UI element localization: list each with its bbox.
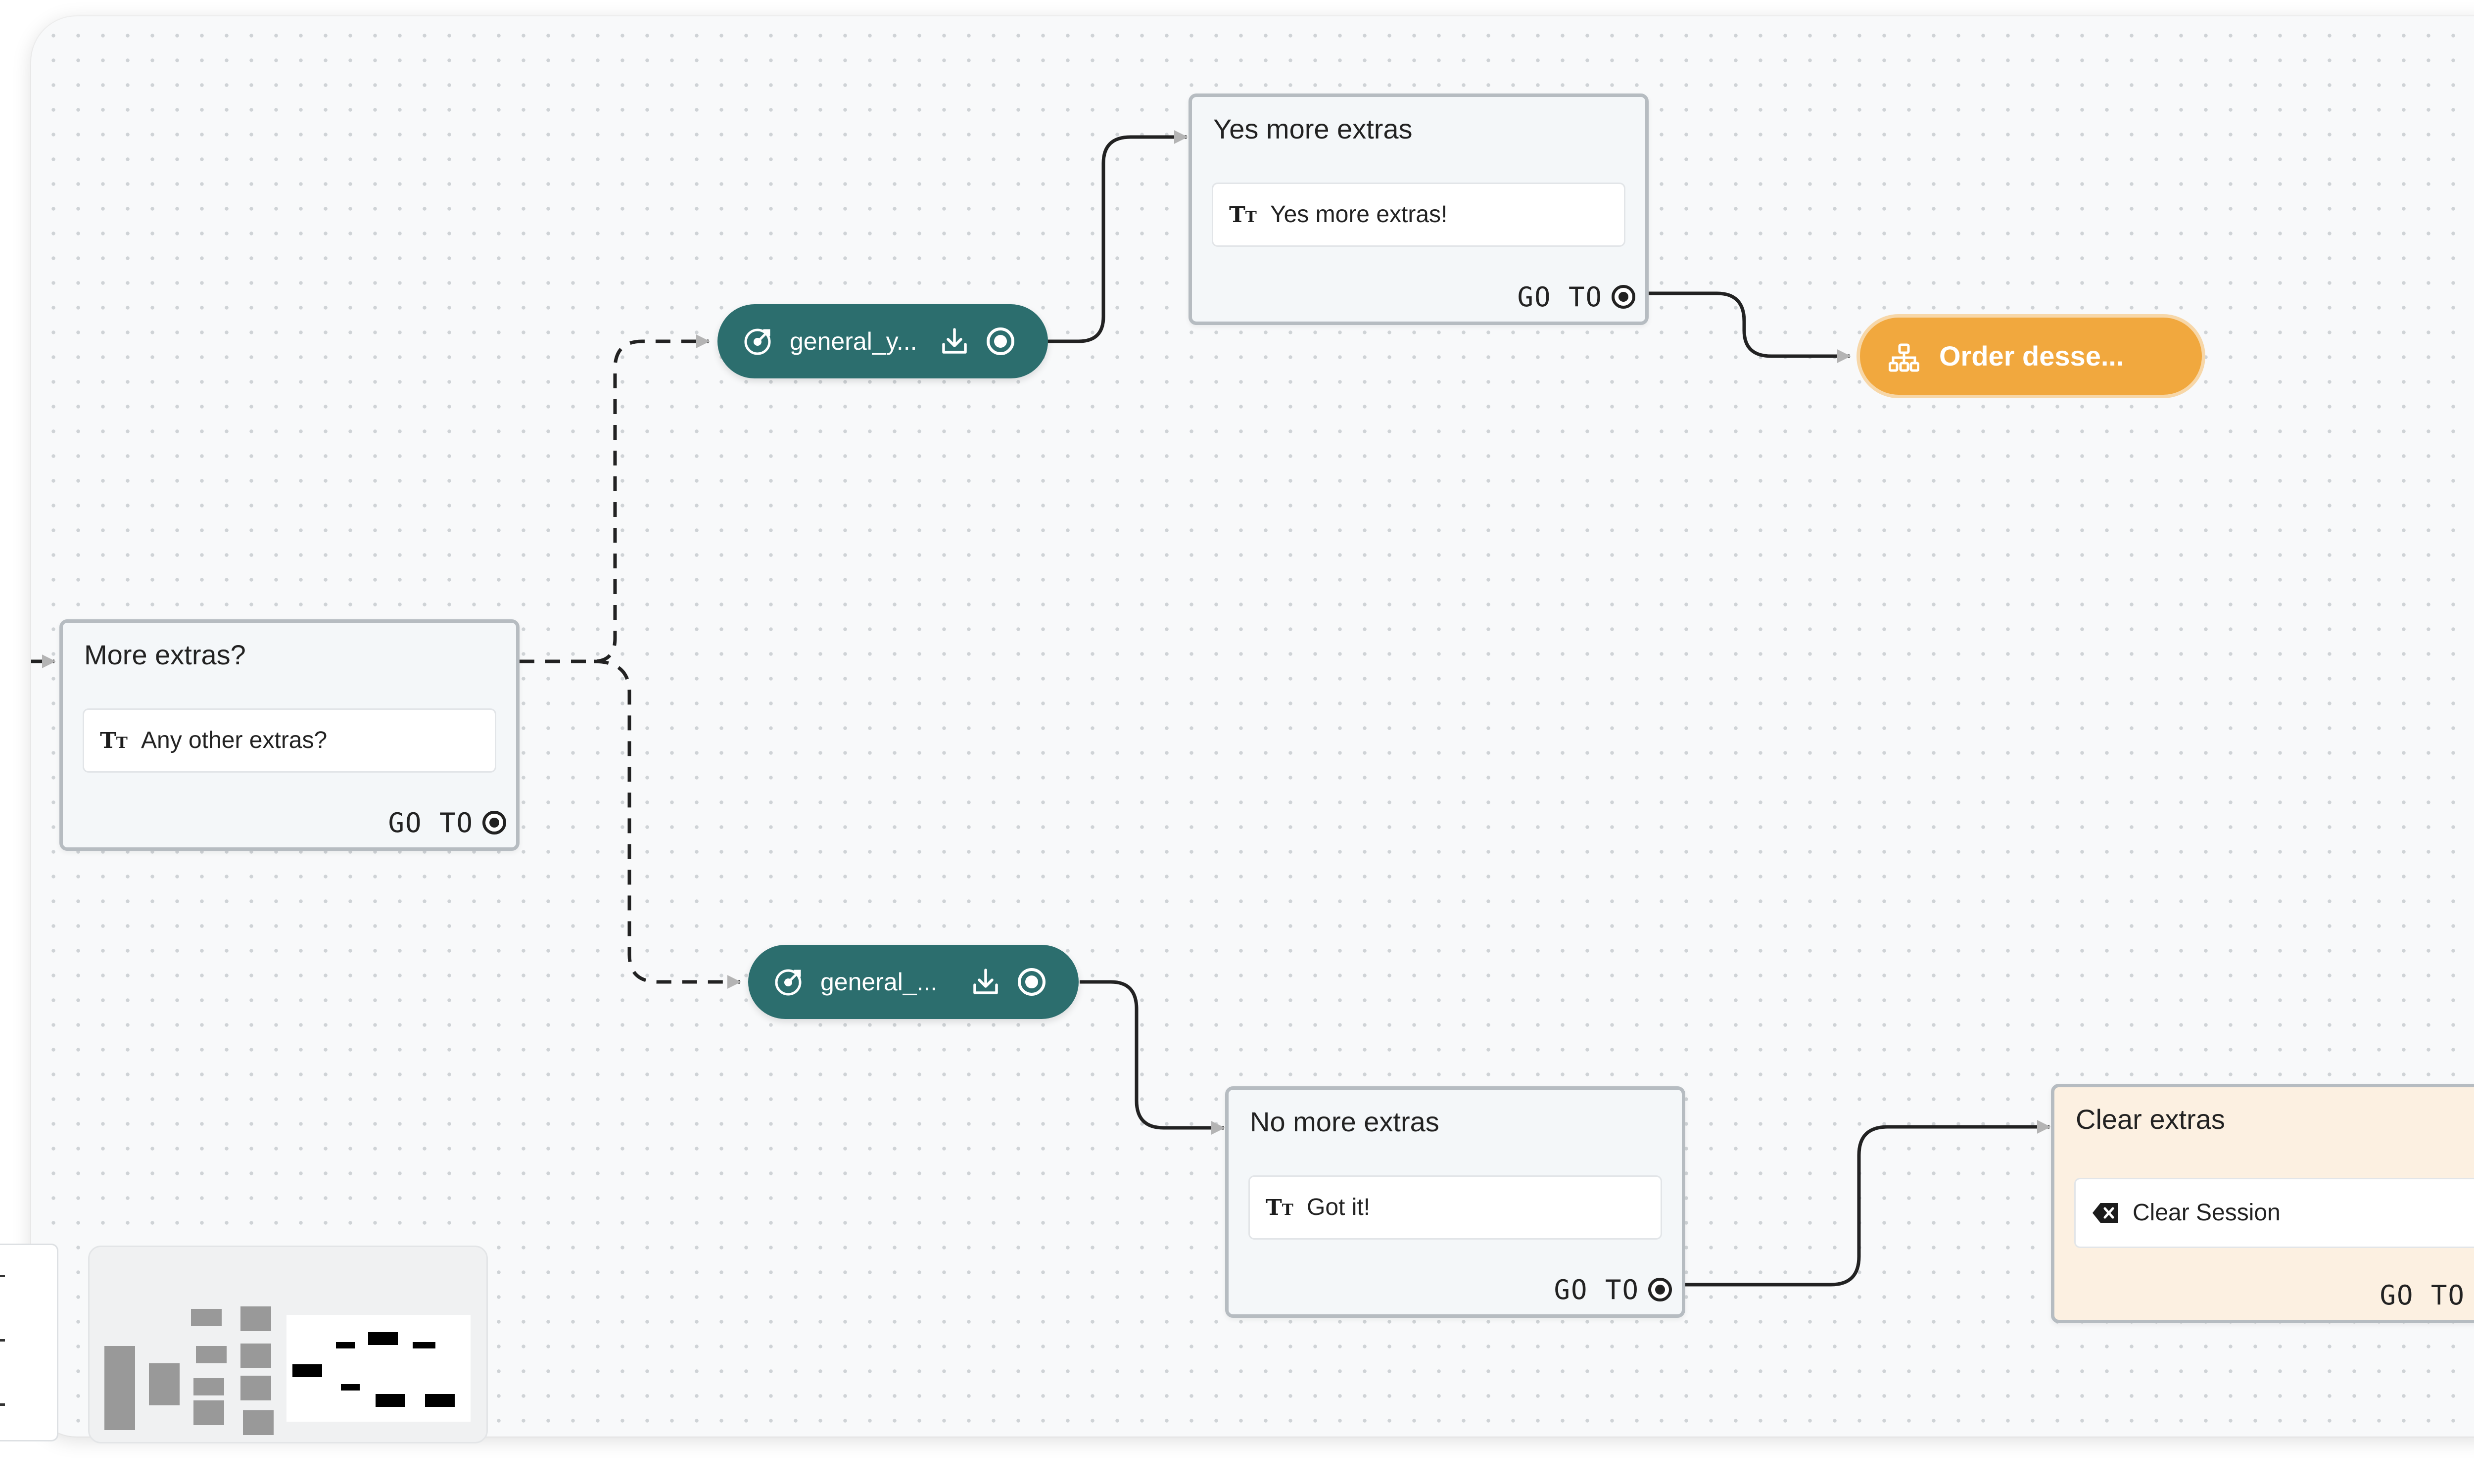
node-no-more-extras[interactable]: No more extras TT Got it! GO TO <box>1225 1086 1685 1318</box>
minimap-node <box>149 1363 180 1405</box>
message-row[interactable]: TT Any other extras? <box>83 708 496 773</box>
intent-label: general_y... <box>790 327 917 355</box>
minimap-node <box>341 1384 360 1391</box>
minimap-node <box>240 1344 271 1368</box>
minimap-node <box>193 1378 224 1395</box>
minimap-node <box>336 1342 355 1348</box>
edge-more-to-intent-no <box>593 659 741 989</box>
edge-yes-to-jump <box>1642 291 1851 363</box>
goto-port[interactable]: GO TO <box>1517 281 1635 313</box>
fit-view-button[interactable] <box>0 1403 5 1406</box>
action-row[interactable]: Clear Session <box>2074 1178 2474 1248</box>
download-icon[interactable] <box>940 326 969 356</box>
edge-more-to-intent-yes <box>520 334 710 663</box>
message-text: Yes more extras! <box>1270 201 1448 228</box>
flow-icon <box>1889 343 1919 372</box>
minimap-node <box>376 1394 405 1407</box>
minimap[interactable] <box>88 1246 488 1443</box>
goto-label: GO TO <box>1554 1274 1639 1305</box>
minimap-viewport[interactable] <box>286 1315 471 1422</box>
minimap-node <box>240 1376 271 1400</box>
minimap-node <box>243 1410 274 1435</box>
message-text: Any other extras? <box>141 727 328 753</box>
message-row[interactable]: TT Yes more extras! <box>1212 183 1625 247</box>
minimap-node <box>196 1346 227 1363</box>
minimap-node <box>193 1400 224 1425</box>
minimap-node <box>413 1342 435 1348</box>
zoom-in-button[interactable] <box>0 1275 5 1277</box>
edge-intent-yes-to-node <box>1047 130 1188 343</box>
minimap-node <box>104 1346 135 1430</box>
intent-node-no[interactable]: general_... <box>748 945 1079 1019</box>
node-title: Clear extras <box>2076 1104 2225 1135</box>
output-handle-icon[interactable] <box>482 811 506 835</box>
output-handle-icon[interactable] <box>1648 1278 1672 1301</box>
jump-label: Order desse... <box>1939 340 2124 371</box>
backspace-icon <box>2092 1201 2119 1225</box>
goto-port[interactable]: GO TO <box>1554 1274 1672 1305</box>
zoom-controls[interactable] <box>0 1244 58 1441</box>
goto-label: GO TO <box>1517 281 1603 313</box>
output-handle-icon[interactable] <box>987 327 1014 355</box>
text-icon: TT <box>100 728 128 753</box>
minimap-node <box>191 1309 222 1326</box>
node-clear-extras[interactable]: Clear extras Clear Session GO TO <box>2051 1084 2474 1323</box>
target-icon <box>775 969 802 996</box>
output-handle-icon[interactable] <box>1612 285 1635 309</box>
text-icon: TT <box>1229 202 1257 228</box>
goto-label: GO TO <box>388 807 474 838</box>
download-icon[interactable] <box>971 967 1000 997</box>
node-title: Yes more extras <box>1213 113 1413 144</box>
minimap-node <box>240 1306 271 1331</box>
edge-intent-no-to-node <box>1080 980 1225 1135</box>
action-text: Clear Session <box>2133 1200 2281 1226</box>
goto-port[interactable]: GO TO <box>2379 1279 2474 1311</box>
output-handle-icon[interactable] <box>1018 968 1046 996</box>
message-row[interactable]: TT Got it! <box>1248 1175 1662 1240</box>
node-title: No more extras <box>1250 1106 1439 1137</box>
zoom-out-button[interactable] <box>0 1339 5 1342</box>
intent-node-yes[interactable]: general_y... <box>717 304 1048 378</box>
minimap-node <box>425 1394 455 1407</box>
node-more-extras[interactable]: More extras? TT Any other extras? GO TO <box>59 619 520 851</box>
minimap-node <box>368 1332 398 1345</box>
jump-node-order-dessert[interactable]: Order desse... <box>1856 314 2205 398</box>
target-icon <box>744 328 771 355</box>
goto-label: GO TO <box>2379 1279 2465 1311</box>
intent-label: general_... <box>820 968 938 996</box>
edge-no-to-clear <box>1679 1120 2051 1287</box>
text-icon: TT <box>1266 1195 1293 1220</box>
node-title: More extras? <box>84 639 246 670</box>
minimap-node <box>292 1364 322 1377</box>
message-text: Got it! <box>1307 1194 1371 1220</box>
goto-port[interactable]: GO TO <box>388 807 506 838</box>
node-yes-more-extras[interactable]: Yes more extras TT Yes more extras! GO T… <box>1189 93 1649 325</box>
